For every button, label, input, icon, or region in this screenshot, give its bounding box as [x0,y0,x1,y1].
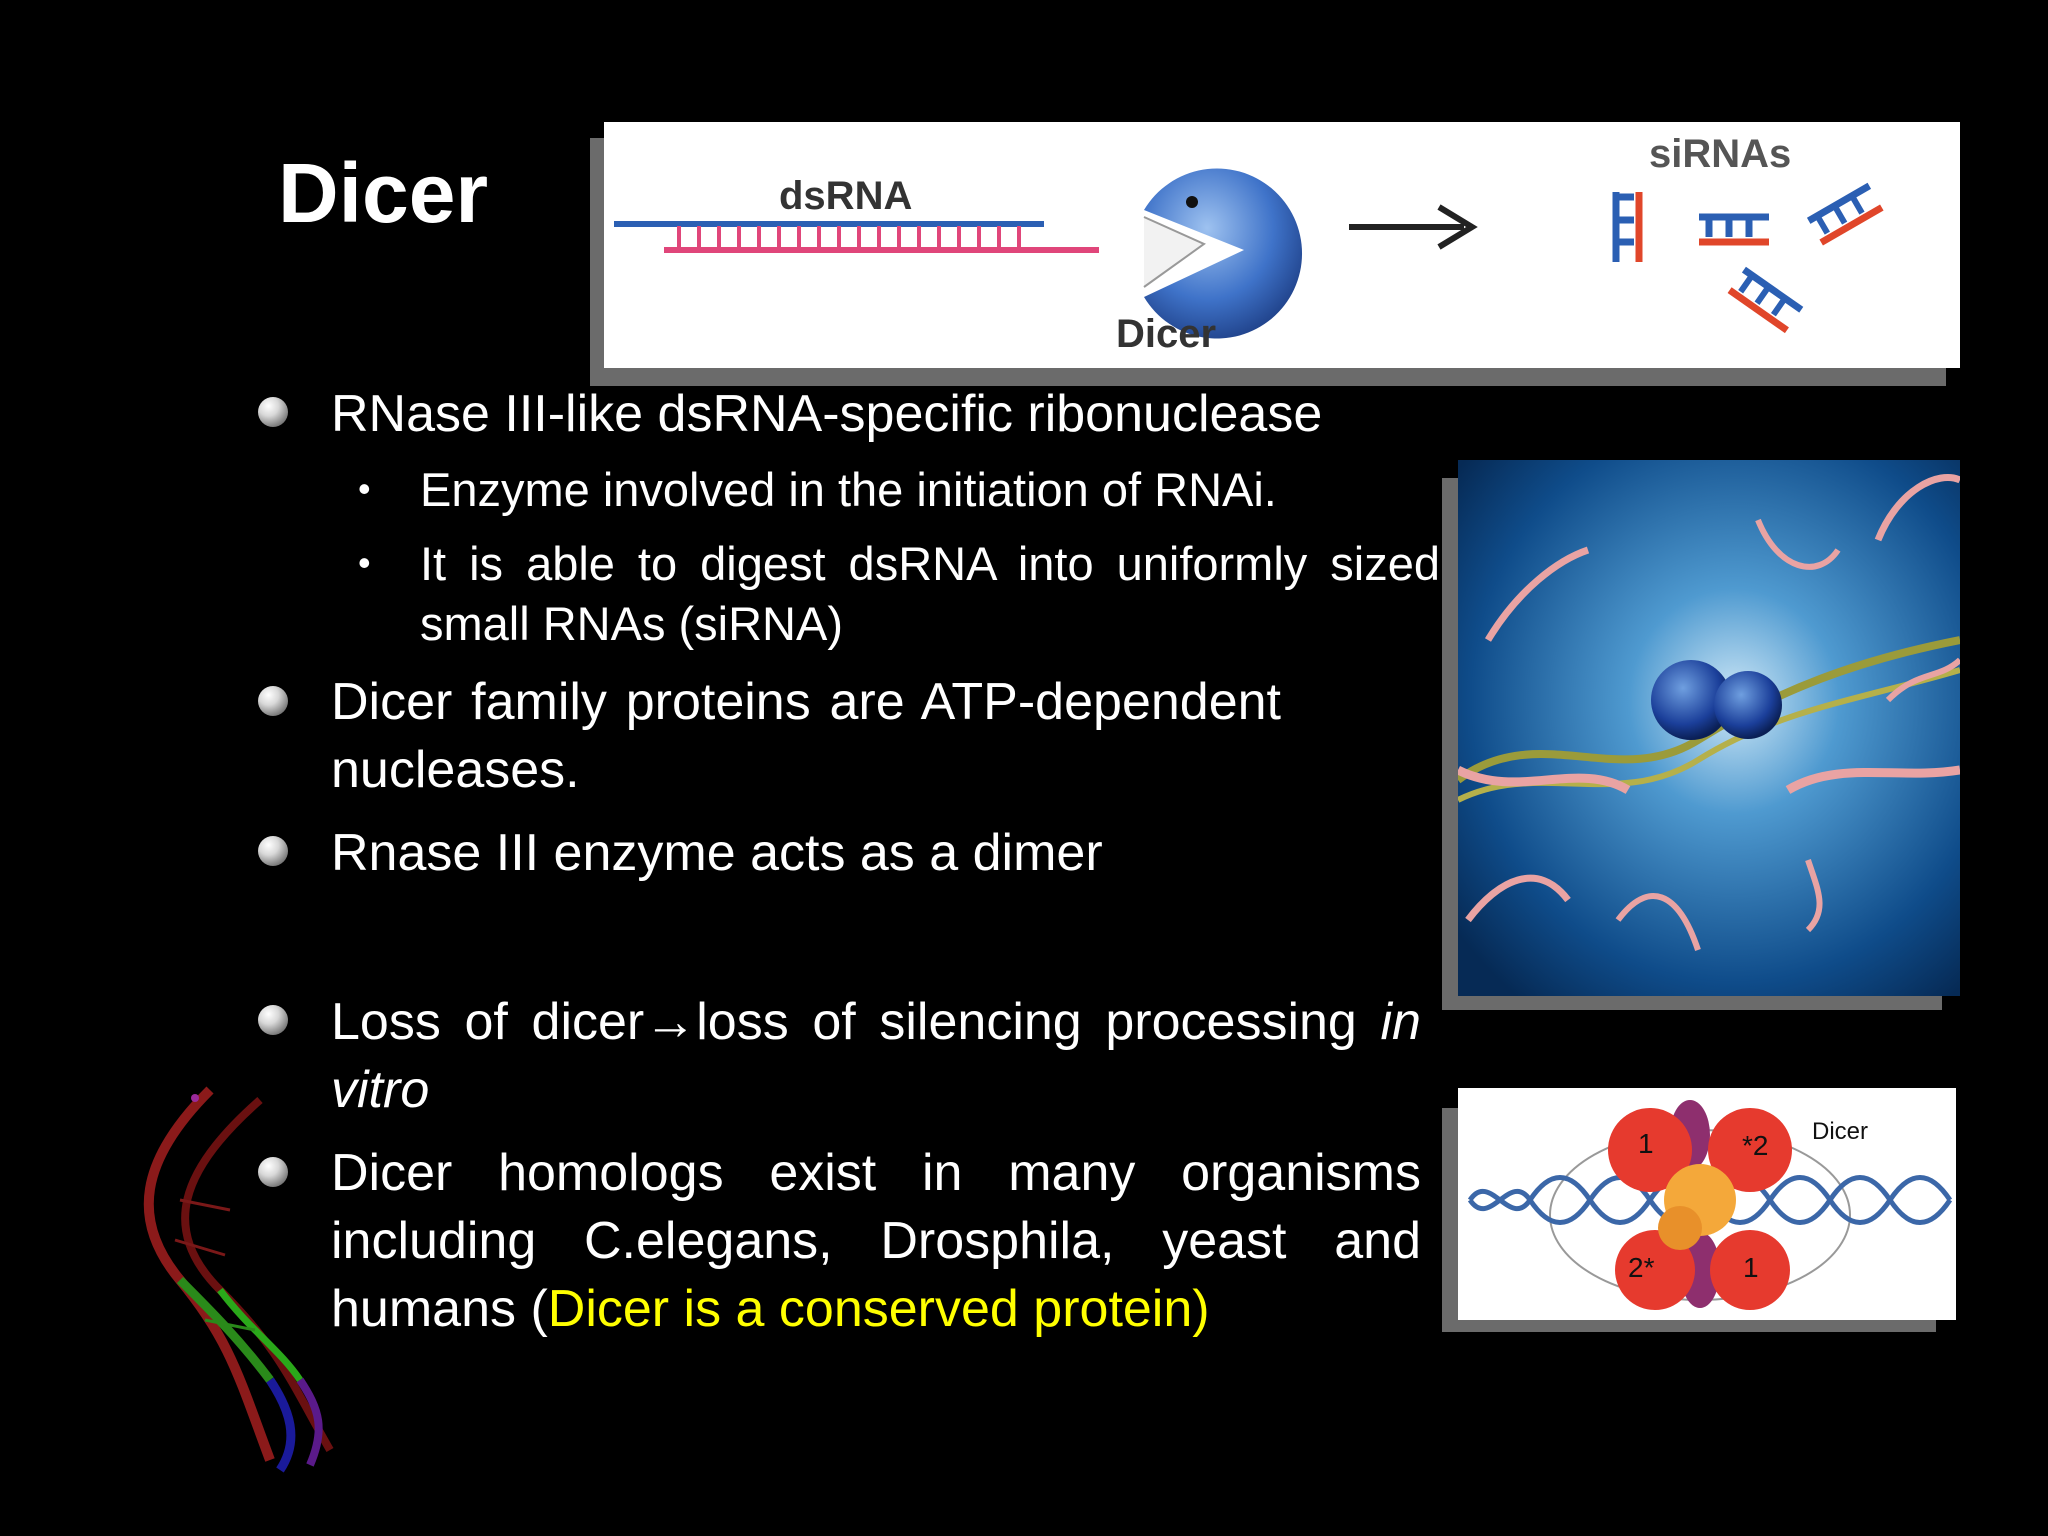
sirnas-label: siRNAs [1649,132,1792,176]
dsrna-diagram [614,168,1884,339]
bullet-item: Dicer family proteins are ATP-dependent … [331,673,1281,799]
bullet-marker [258,686,288,716]
bullet-marker [258,836,288,866]
sub-bullet-marker: • [358,468,371,509]
bullet-marker [258,397,288,427]
dicer-dimer-diagram [1467,1100,1953,1310]
bullet-item: Loss of dicer→loss of silencing processi… [331,988,1421,1124]
dicer-3d-illustration [1458,460,1960,996]
domain-label: 2* [1628,1252,1655,1283]
slide-title: Dicer [278,146,489,240]
bullet-marker [258,1157,288,1187]
domain-label: *2 [1742,1130,1769,1161]
bullet-item: Rnase III enzyme acts as a dimer [331,824,1103,882]
domain-label: 1 [1743,1252,1759,1283]
sub-bullet-item: Enzyme involved in the initiation of RNA… [420,463,1277,516]
dicer-process-figure: dsRNA [604,122,1960,368]
domain-label: 1 [1638,1128,1654,1159]
bullet-text: Loss of dicer→loss of silencing processi… [331,993,1357,1051]
italic-text: in vitro [331,993,1421,1119]
highlight-text: Dicer is a conserved protein) [547,1280,1210,1338]
rna-cleavage-illustration [1458,460,1960,996]
dicer-label: Dicer [1812,1118,1869,1145]
bullet-item: RNase III-like dsRNA-specific ribonuclea… [331,385,1323,443]
bullet-item: Dicer homologs exist in many organisms i… [331,1139,1421,1343]
sub-bullet-marker: • [358,542,371,583]
dna-helix-decoration [143,1086,334,1473]
sub-bullet-item: It is able to digest dsRNA into uniforml… [420,537,1440,650]
bullet-text: Dicer homologs exist in many organisms i… [331,1144,1421,1338]
dicer-label: Dicer [1116,312,1217,356]
sirna-fragments [1612,182,1884,334]
dicer-dimer-figure: 1 *2 2* 1 Dicer [1458,1088,1956,1320]
dicer-enzyme-shape [1144,168,1303,339]
dsrna-label: dsRNA [779,174,913,218]
bullet-marker [258,1005,288,1035]
